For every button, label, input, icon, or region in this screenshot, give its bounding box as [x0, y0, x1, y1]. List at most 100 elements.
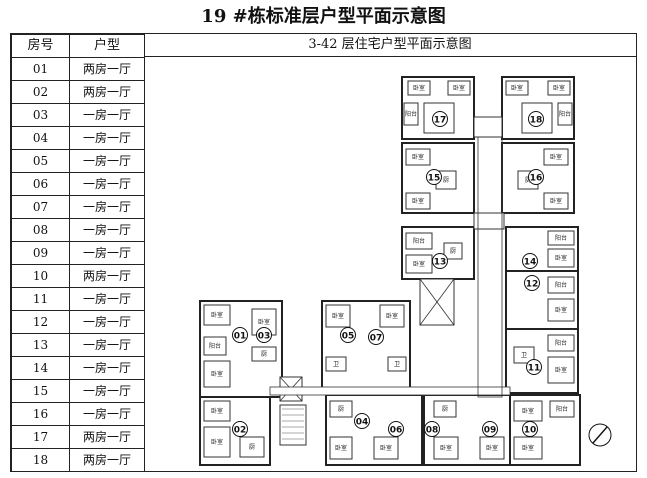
- room: [433, 400, 457, 418]
- room-number-cell: 15: [11, 379, 70, 403]
- room-number-cell: 10: [11, 264, 70, 288]
- room: [505, 80, 529, 96]
- room: [447, 80, 471, 96]
- room-label: 阳台: [209, 342, 221, 350]
- unit-number-circle: [482, 421, 498, 437]
- unit-number-label: 12: [526, 280, 539, 290]
- unit-type-cell: 两房一厅: [69, 425, 145, 449]
- floor-plan-drawing: 卧室卧室阳台厅卧室卧室阳台厅卧室厨卧室卧室厨卧室阳台卧室厨阳台卧室阳台卧室阳台卧…: [199, 76, 612, 466]
- floor-plan-title: 3-42 层住宅户型平面示意图: [144, 34, 636, 57]
- unit-number-label: 14: [524, 258, 537, 268]
- room: [373, 436, 399, 460]
- room: [203, 304, 231, 326]
- room-label: 卧室: [522, 444, 534, 452]
- room: [403, 102, 419, 126]
- unit-type-cell: 两房一厅: [69, 80, 145, 104]
- room-label: 卧室: [522, 407, 534, 415]
- unit-number-circle: [524, 275, 540, 291]
- room-label: 卧室: [412, 153, 424, 161]
- wall-unit-11: [505, 328, 579, 394]
- room: [547, 298, 575, 322]
- unit-type-cell: 一房一厅: [69, 287, 145, 311]
- room: [251, 308, 277, 336]
- room-number-cell: 13: [11, 333, 70, 357]
- unit-number-label: 06: [390, 426, 403, 436]
- room: [405, 232, 433, 250]
- unit-number-label: 05: [342, 332, 355, 342]
- room-label: 卧室: [386, 312, 398, 320]
- room: [547, 276, 575, 294]
- room: [547, 248, 575, 268]
- room-label: 卧室: [555, 306, 567, 314]
- room-label: 卧室: [486, 444, 498, 452]
- elevator-cross: [419, 278, 455, 326]
- room-label: 卧室: [413, 260, 425, 268]
- room: [329, 400, 353, 418]
- wall-unit-17: [401, 76, 475, 140]
- unit-number-circle: [388, 421, 404, 437]
- room-label: 厨: [443, 177, 449, 184]
- room-number-cell: 16: [11, 402, 70, 426]
- room-label: 卧室: [553, 84, 565, 92]
- room: [325, 304, 351, 328]
- wall-unit-10: [509, 394, 581, 466]
- room-number-cell: 12: [11, 310, 70, 334]
- room: [203, 360, 231, 388]
- corridor: [269, 386, 511, 396]
- room: [547, 334, 575, 352]
- room-number-cell: 17: [11, 425, 70, 449]
- room: [547, 230, 575, 246]
- unit-number-circle: [522, 253, 538, 269]
- room-number-cell: 09: [11, 241, 70, 265]
- room: [407, 80, 431, 96]
- unit-type-cell: 一房一厅: [69, 218, 145, 242]
- room: [513, 436, 543, 460]
- room-number-cell: 18: [11, 448, 70, 472]
- unit-type-cell: 一房一厅: [69, 310, 145, 334]
- room-label: 厨: [442, 406, 448, 413]
- unit-number-label: 08: [426, 426, 439, 436]
- unit-number-circle: [424, 421, 440, 437]
- north-arrow-icon: [588, 423, 612, 447]
- room: [513, 400, 543, 422]
- room: [405, 148, 431, 166]
- room-number-cell: 01: [11, 57, 70, 81]
- header-unit-type: 户型: [69, 34, 145, 58]
- unit-number-label: 01: [234, 332, 247, 342]
- room: [405, 192, 431, 210]
- floor-plan: 卧室卧室阳台厅卧室卧室阳台厅卧室厨卧室卧室厨卧室阳台卧室厨阳台卧室阳台卧室阳台卧…: [144, 57, 636, 471]
- room-number-cell: 04: [11, 126, 70, 150]
- room-label: 卧室: [550, 153, 562, 161]
- room: [543, 192, 569, 210]
- room-label: 卧室: [413, 84, 425, 92]
- room-label: 卧室: [211, 438, 223, 446]
- room: [549, 400, 575, 418]
- room-label: 卧室: [511, 84, 523, 92]
- unit-number-circle: [256, 327, 272, 343]
- wall-unit-18: [501, 76, 575, 140]
- unit-type-cell: 一房一厅: [69, 103, 145, 127]
- unit-number-label: 17: [434, 116, 447, 126]
- room-label: 卧室: [453, 84, 465, 92]
- table-header-row: 房号 户型: [11, 34, 145, 58]
- room-label: 厨: [249, 444, 255, 451]
- unit-type-cell: 两房一厅: [69, 57, 145, 81]
- page-title: 19 #栋标准层户型平面示意图: [201, 6, 446, 27]
- room-label: 阳台: [555, 281, 567, 289]
- room-number-cell: 05: [11, 149, 70, 173]
- room: [387, 356, 407, 372]
- unit-number-circle: [528, 169, 544, 185]
- room-number-cell: 14: [11, 356, 70, 380]
- room-label: 厨: [261, 351, 267, 358]
- corridor: [473, 116, 503, 138]
- room-label: 卧室: [412, 197, 424, 205]
